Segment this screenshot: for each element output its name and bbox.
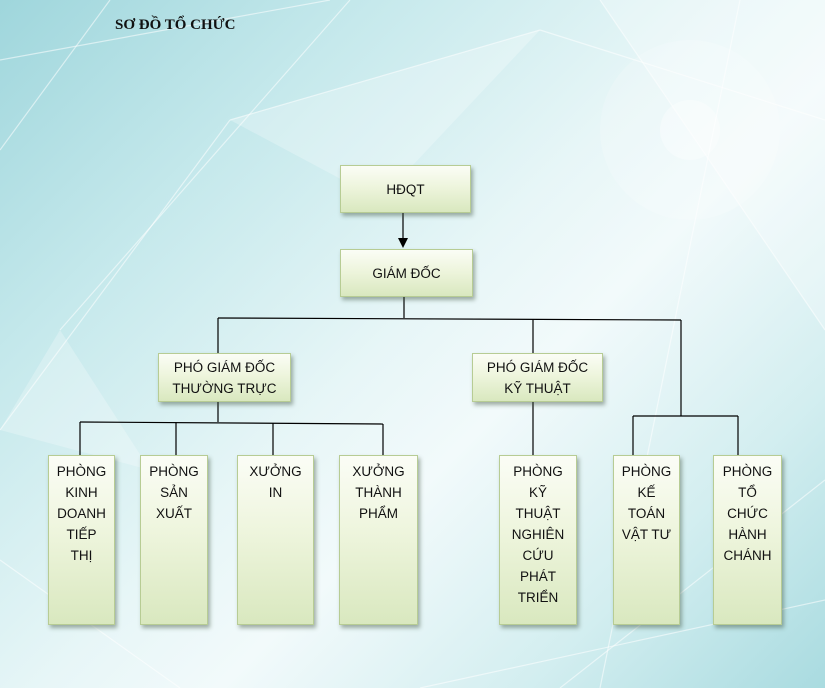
node-giam-doc: GIÁM ĐỐC	[340, 249, 473, 297]
node-label: XƯỞNG THÀNH PHẨM	[352, 464, 405, 521]
node-label: PHÓ GIÁM ĐỐC KỸ THUẬT	[486, 359, 589, 396]
node-label: PHÓ GIÁM ĐỐC THƯỜNG TRỰC	[172, 359, 277, 396]
page-title: SƠ ĐỒ TỔ CHỨC	[115, 17, 236, 33]
node-phong-ke-toan: PHÒNG KẾ TOÁN VẬT TƯ	[613, 455, 680, 625]
node-label: HĐQT	[386, 181, 425, 197]
node-label: PHÒNG TỔ CHỨC HÀNH CHÁNH	[722, 464, 773, 563]
node-phong-kinh-doanh: PHÒNG KINH DOANH TIẾP THỊ	[48, 455, 115, 625]
node-label: PHÒNG KINH DOANH TIẾP THỊ	[56, 464, 107, 563]
node-phong-ky-thuat: PHÒNG KỸ THUẬT NGHIÊN CỨU PHÁT TRIỂN	[499, 455, 577, 625]
node-label: PHÒNG SẢN XUẤT	[149, 464, 199, 521]
node-label: PHÒNG KỸ THUẬT NGHIÊN CỨU PHÁT TRIỂN	[511, 464, 565, 605]
node-pho-giam-doc-thuong-truc: PHÓ GIÁM ĐỐC THƯỜNG TRỰC	[158, 353, 291, 402]
node-phong-san-xuat: PHÒNG SẢN XUẤT	[140, 455, 208, 625]
node-label: XƯỞNG IN	[249, 464, 302, 500]
node-phong-to-chuc: PHÒNG TỔ CHỨC HÀNH CHÁNH	[713, 455, 782, 625]
node-xuong-thanh-pham: XƯỞNG THÀNH PHẨM	[339, 455, 418, 625]
node-hdqt: HĐQT	[340, 165, 471, 213]
node-label: GIÁM ĐỐC	[372, 265, 441, 281]
node-pho-giam-doc-ky-thuat: PHÓ GIÁM ĐỐC KỸ THUẬT	[472, 353, 603, 402]
node-xuong-in: XƯỞNG IN	[237, 455, 314, 625]
node-label: PHÒNG KẾ TOÁN VẬT TƯ	[621, 464, 672, 542]
